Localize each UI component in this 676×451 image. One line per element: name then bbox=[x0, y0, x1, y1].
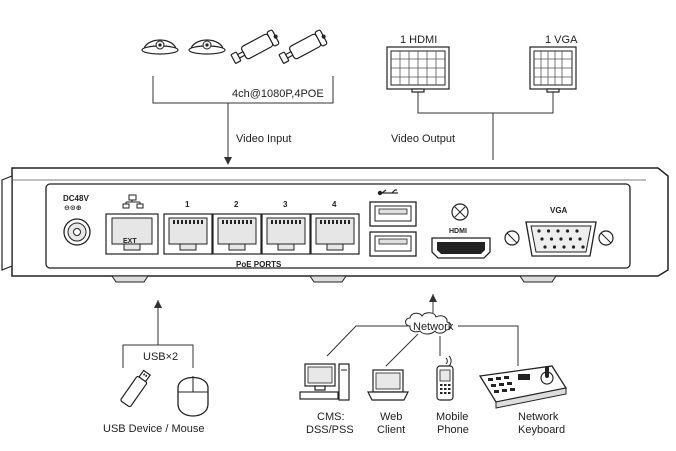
poe-port-number: 3 bbox=[283, 200, 288, 209]
power-label: DC48V bbox=[63, 194, 89, 203]
usb-flash-drive-icon bbox=[120, 369, 152, 408]
usb-port-icon bbox=[369, 231, 417, 257]
network-arrow bbox=[429, 294, 437, 302]
video-input-label: Video Input bbox=[236, 133, 291, 145]
poe-port-icon bbox=[163, 213, 213, 255]
poe-port-icon bbox=[212, 213, 262, 255]
dome-camera-icon bbox=[188, 39, 226, 55]
camera-spec-label: 4ch@1080P,4POE bbox=[232, 88, 324, 100]
vga-port-label: VGA bbox=[550, 206, 568, 215]
usb-port-icon bbox=[369, 201, 417, 227]
bullet-camera-icon bbox=[278, 29, 328, 64]
poe-port-number: 2 bbox=[234, 200, 239, 209]
hdmi-port-icon bbox=[431, 237, 491, 259]
poe-port-icon bbox=[261, 213, 311, 255]
camera-bracket-line bbox=[152, 76, 334, 104]
hdmi-port-label: HDMI bbox=[449, 228, 467, 235]
usb-device-label: USB Device / Mouse bbox=[103, 423, 204, 435]
network-web-line bbox=[385, 333, 419, 367]
vga-monitor-label: 1 VGA bbox=[545, 34, 578, 46]
client-web-line2: Client bbox=[377, 424, 405, 436]
network-keyboard-line bbox=[458, 325, 519, 366]
client-mobile-line2: Phone bbox=[437, 424, 469, 436]
monitor-bracket-line bbox=[417, 92, 554, 114]
mobile-phone-icon bbox=[436, 355, 454, 401]
hdmi-monitor-label: 1 HDMI bbox=[400, 34, 437, 46]
poe-port-icon bbox=[310, 213, 360, 255]
client-mobile-line1: Mobile bbox=[436, 411, 468, 423]
usb-symbol-icon bbox=[377, 189, 398, 196]
client-keyboard-line1: Network bbox=[518, 411, 559, 423]
client-cms-line2: DSS/PSS bbox=[306, 424, 354, 436]
client-keyboard-line2: Keyboard bbox=[518, 424, 565, 436]
vga-screw-icon bbox=[504, 230, 520, 246]
ground-screw-icon bbox=[451, 203, 469, 221]
video-input-arrow bbox=[224, 157, 232, 165]
ext-port-label: EXT bbox=[123, 238, 137, 245]
desktop-pc-icon bbox=[299, 363, 350, 401]
poe-port-group: 1 2 3 4 bbox=[163, 200, 360, 255]
vga-screw-icon bbox=[598, 230, 614, 246]
ethernet-uplink-port-icon bbox=[105, 213, 159, 255]
poe-port-number: 1 bbox=[185, 200, 190, 209]
bullet-camera-icon bbox=[230, 29, 280, 64]
power-polarity-label: ⊖⊙⊕ bbox=[64, 205, 82, 212]
hdmi-monitor-icon bbox=[386, 46, 450, 93]
vga-monitor-icon bbox=[529, 46, 577, 93]
network-label: Network bbox=[413, 321, 454, 333]
mouse-icon bbox=[177, 376, 209, 417]
video-output-label: Video Output bbox=[391, 133, 455, 145]
network-cloud-icon bbox=[405, 312, 452, 335]
dome-camera-icon bbox=[141, 39, 179, 55]
network-cms-line bbox=[326, 325, 410, 357]
vga-port-icon bbox=[525, 221, 597, 257]
network-keyboard-icon bbox=[478, 365, 568, 409]
usb-bracket-line bbox=[122, 344, 194, 368]
usb-arrow bbox=[154, 300, 162, 308]
laptop-icon bbox=[367, 369, 409, 401]
poe-ports-label: PoE PORTS bbox=[236, 260, 282, 269]
client-cms-line1: CMS: bbox=[317, 411, 345, 423]
power-port-icon bbox=[63, 218, 91, 246]
client-web-line1: Web bbox=[380, 411, 402, 423]
network-symbol-icon bbox=[122, 194, 144, 209]
poe-port-number: 4 bbox=[332, 200, 337, 209]
usb-label: USB×2 bbox=[143, 351, 178, 363]
